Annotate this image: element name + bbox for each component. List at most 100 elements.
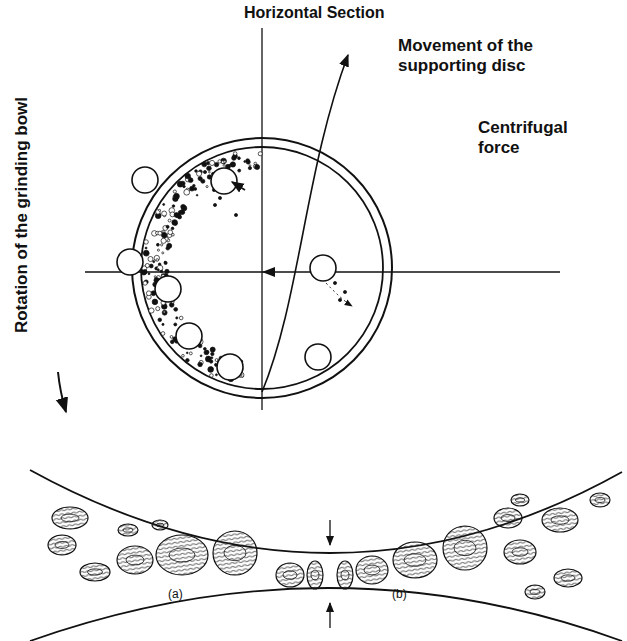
powder-particle [338, 298, 341, 301]
powder-particle [163, 311, 165, 313]
grinding-ball [310, 255, 336, 281]
powder-particle [193, 184, 196, 187]
powder-particle [168, 219, 171, 222]
powder-particle [164, 261, 166, 263]
annotation-label: Movement of the supporting disc [398, 36, 563, 75]
powder-particle [158, 318, 162, 322]
powder-particle [143, 270, 147, 274]
grinding-ball [155, 276, 181, 302]
powder-particle [200, 355, 202, 357]
centrifugal-arrowhead [262, 267, 275, 277]
powder-particle [188, 178, 193, 183]
powder-particle [153, 261, 155, 263]
powder-particle [149, 264, 153, 268]
powder-particle [197, 171, 202, 176]
powder-particle [148, 257, 153, 262]
annotation-label: Rotation of the grinding bowl [12, 97, 32, 333]
grinding-ball [305, 344, 331, 370]
ball-path-arrow [232, 182, 245, 190]
powder-particle [246, 160, 250, 164]
powder-particle [181, 205, 186, 210]
powder-particle [154, 255, 159, 260]
powder-particle [238, 169, 241, 172]
powder-particle [162, 310, 167, 315]
grinding-ball [217, 354, 243, 380]
powder-particle [172, 220, 178, 226]
powder-particle [174, 307, 178, 311]
powder-particle [244, 161, 246, 163]
powder-particle [211, 352, 214, 355]
powder-particle [210, 347, 215, 352]
powder-chunk [276, 563, 304, 587]
powder-particle [162, 252, 164, 254]
powder-particle [249, 165, 251, 167]
powder-particle [343, 290, 346, 293]
powder-particle [223, 164, 225, 166]
powder-particle [156, 210, 161, 215]
grinding-balls [117, 167, 336, 380]
powder-chunk [80, 563, 110, 581]
ball-path-arrow [326, 283, 352, 306]
powder-particle [165, 269, 169, 273]
powder-particle [172, 233, 175, 236]
powder-particle [233, 152, 237, 156]
powder-particle [194, 188, 197, 191]
powder-particle [218, 196, 221, 199]
powder-particle [167, 243, 172, 248]
powder-particle [196, 194, 198, 196]
powder-particle [148, 273, 150, 275]
powder-particle [184, 189, 190, 195]
powder-particle [221, 161, 224, 164]
powder-particle [210, 374, 214, 378]
powder-particle [174, 323, 177, 326]
powder-particle [208, 171, 210, 173]
powder-particle [158, 231, 162, 235]
powder-particle [238, 157, 241, 160]
powder-particle [152, 299, 158, 305]
powder-particle [156, 259, 159, 262]
powder-chunk [511, 494, 529, 506]
powder-chunk [554, 569, 582, 587]
powder-particle [156, 243, 159, 246]
powder-particle [211, 357, 213, 359]
powder-particle [177, 181, 183, 187]
powder-particle [176, 317, 178, 319]
powder-chunk [504, 540, 536, 564]
powder-particle [209, 160, 214, 165]
powder-particle [258, 152, 262, 156]
powder-particle [232, 156, 237, 161]
powder-particle [174, 213, 179, 218]
powder-chunk [337, 561, 353, 589]
powder-particle [248, 166, 251, 169]
powder-particle [203, 170, 206, 173]
powder-particle [149, 308, 154, 313]
powder-chunk [156, 535, 208, 575]
powder-particle [157, 249, 159, 251]
figure-letter: (b) [392, 588, 407, 602]
powder-particle [234, 213, 237, 216]
powder-particle [206, 186, 208, 188]
powder-chunk [52, 507, 88, 529]
powder-particle [215, 374, 217, 376]
powder-chunk [152, 520, 168, 530]
powder-particle [215, 359, 218, 362]
powder-chunk [542, 508, 578, 532]
annotation-label: Horizontal Section [244, 4, 444, 22]
powder-particle [333, 281, 336, 284]
powder-particle [141, 270, 146, 275]
powder-particle [207, 166, 212, 171]
powder-particle [186, 358, 190, 362]
grinding-ball [211, 168, 237, 194]
powder-particle [186, 352, 188, 354]
powder-chunk [307, 561, 323, 589]
powder-particle [208, 367, 214, 373]
powder-chunk [48, 535, 76, 555]
ball-surfaces [30, 470, 622, 641]
powder-particle [215, 363, 217, 365]
powder-particle [161, 332, 165, 336]
powder-particle [161, 244, 163, 246]
powder-particle [146, 291, 151, 296]
powder-chunk [443, 526, 487, 570]
powder-particle [204, 350, 209, 355]
